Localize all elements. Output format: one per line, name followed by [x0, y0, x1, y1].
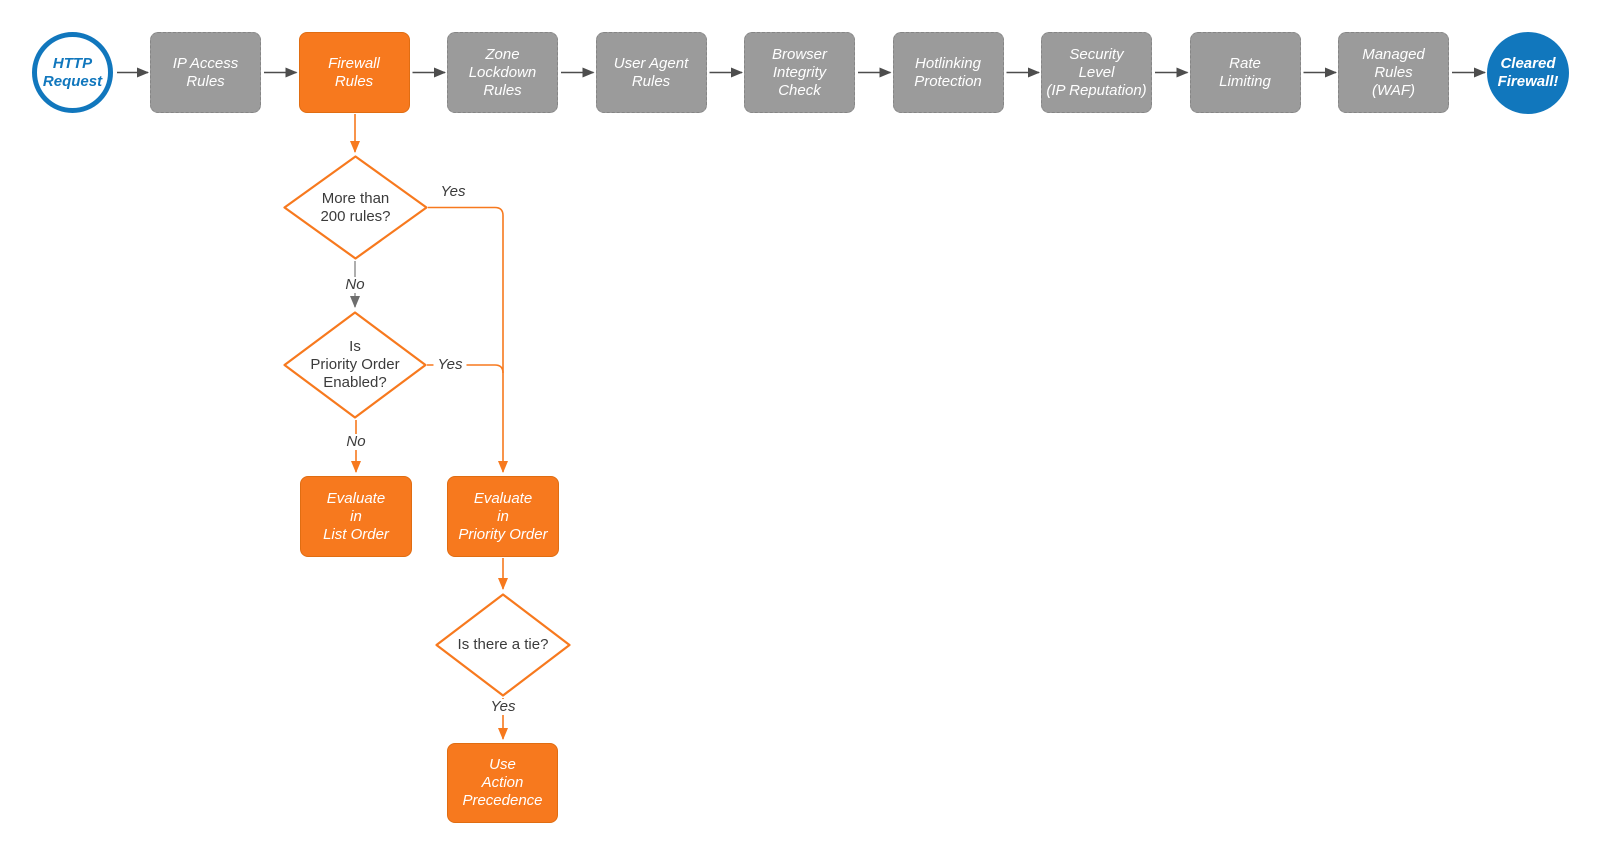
node-hotlinking-protection: Hotlinking Protection: [892, 32, 1004, 113]
decision-is-there-a-tie: Is there a tie?: [435, 593, 571, 697]
edge-label-d1-no: No: [341, 277, 369, 293]
node-browser-integrity-check: Browser Integrity Check: [744, 32, 855, 113]
node-browser-integrity-check-label: Browser Integrity Check: [771, 45, 827, 99]
decision-more-than-200-rules-label: More than 200 rules?: [320, 189, 391, 225]
edge-label-d3-yes: Yes: [486, 699, 520, 715]
node-use-action-precedence-label: Use Action Precedence: [462, 756, 543, 809]
decision-priority-order-enabled-label: Is Priority Order Enabled?: [310, 338, 400, 391]
node-evaluate-priority-order: Evaluate in Priority Order: [447, 476, 559, 557]
edge-d1-yes-to-priority-order: [428, 206, 508, 473]
edge-label-d2-yes: Yes: [433, 356, 467, 373]
diamond-shape: [435, 593, 571, 697]
decision-priority-order-enabled: Is Priority Order Enabled?: [283, 311, 427, 419]
edge-label-d2-no: No: [342, 434, 370, 450]
decision-is-there-a-tie-label: Is there a tie?: [457, 636, 549, 653]
node-managed-rules-waf-label: Managed Rules (WAF): [1362, 45, 1425, 99]
node-http-request-label: HTTP Request: [42, 54, 103, 90]
node-evaluate-list-order: Evaluate in List Order: [300, 476, 412, 557]
node-cleared-firewall-label: Cleared Firewall!: [1497, 55, 1559, 90]
node-cleared-firewall: Cleared Firewall!: [1487, 32, 1569, 114]
node-security-level: Security Level (IP Reputation): [1041, 32, 1152, 113]
edge-label-d1-yes: Yes: [436, 184, 470, 200]
node-user-agent-rules-label: User Agent Rules: [613, 54, 689, 90]
node-evaluate-list-order-label: Evaluate in List Order: [323, 489, 389, 543]
node-security-level-label: Security Level (IP Reputation): [1046, 45, 1147, 99]
node-rate-limiting-label: Rate Limiting: [1219, 54, 1271, 90]
node-http-request: HTTP Request: [32, 32, 113, 113]
diamond-shape: [283, 311, 427, 419]
node-user-agent-rules: User Agent Rules: [595, 32, 707, 113]
edge-d2-yes-join: [427, 364, 504, 374]
decision-more-than-200-rules: More than 200 rules?: [283, 155, 428, 260]
node-managed-rules-waf: Managed Rules (WAF): [1338, 32, 1449, 113]
node-ip-access-rules-label: IP Access Rules: [172, 54, 239, 90]
diamond-shape: [283, 155, 428, 260]
node-evaluate-priority-order-label: Evaluate in Priority Order: [458, 489, 548, 543]
node-firewall-rules-label: Firewall Rules: [328, 54, 380, 90]
node-rate-limiting: Rate Limiting: [1189, 32, 1301, 113]
node-firewall-rules: Firewall Rules: [298, 32, 410, 113]
node-hotlinking-protection-label: Hotlinking Protection: [914, 54, 982, 90]
node-zone-lockdown-rules-label: Zone Lockdown Rules: [468, 45, 537, 99]
node-use-action-precedence: Use Action Precedence: [447, 743, 558, 823]
node-zone-lockdown-rules: Zone Lockdown Rules: [447, 32, 558, 113]
node-ip-access-rules: IP Access Rules: [150, 32, 261, 113]
